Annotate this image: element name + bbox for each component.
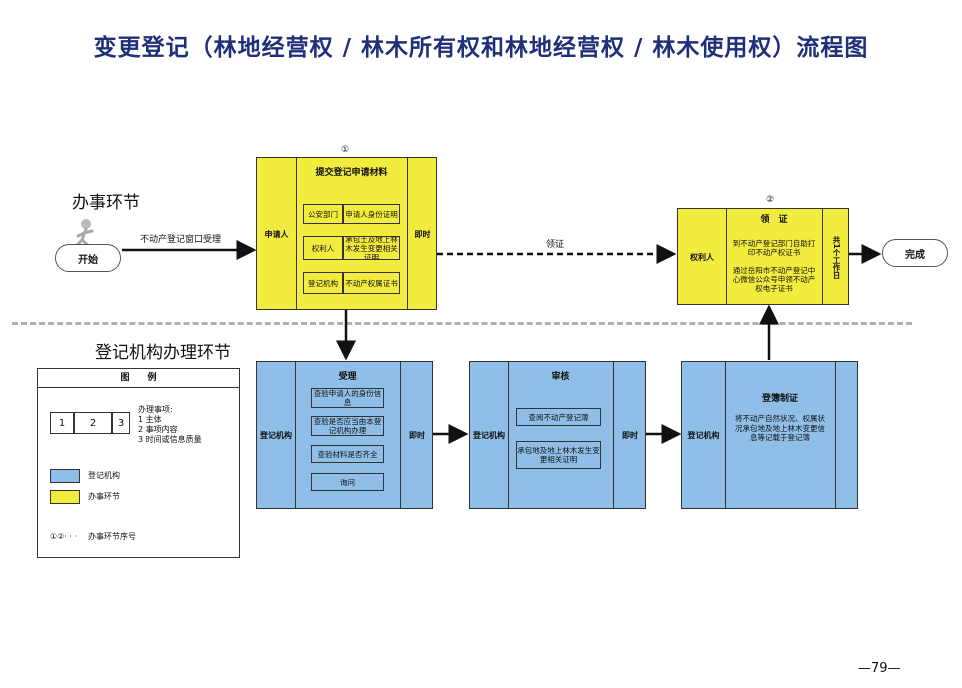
accept-subject: 登记机构 bbox=[260, 431, 292, 440]
legend-title: 图 例 bbox=[38, 369, 239, 388]
accept-item-3: 查验材料是否齐全 bbox=[311, 445, 384, 463]
review-subject: 登记机构 bbox=[473, 431, 505, 440]
page-number: —79— bbox=[858, 661, 901, 676]
record-title: 登簿制证 bbox=[761, 394, 798, 404]
accept-title: 受理 bbox=[338, 372, 357, 382]
legend-matters-title: 办理事项: bbox=[138, 405, 173, 414]
record-desc: 将不动产自然状况、权属状况承包地及地上林木变更信息等记载于登记簿 bbox=[735, 414, 825, 442]
legend-cell-2: 2 bbox=[74, 412, 112, 434]
end-node: 完成 bbox=[882, 239, 948, 267]
step2-line2: 通过岳阳市不动产登记中心微信公众号申领不动产权电子证书 bbox=[732, 266, 816, 293]
step1-row2-doc: 承包土及地上林木发生变更相关证明 bbox=[343, 236, 400, 260]
runner-icon bbox=[74, 219, 94, 248]
legend-cell-1: 1 bbox=[50, 412, 74, 434]
legend-yellow-label: 办事环节 bbox=[88, 492, 120, 501]
legend-matter-3: 3 时间或信息质量 bbox=[138, 435, 202, 444]
legend-blue-swatch bbox=[50, 469, 80, 483]
review-title: 审核 bbox=[551, 372, 570, 382]
accept-item-4: 询问 bbox=[311, 473, 384, 491]
review-time: 即时 bbox=[622, 431, 638, 440]
start-node: 开始 bbox=[55, 244, 121, 272]
accept-box: 登记机构 受理 查验申请人的身份信息 查验是否应当由本登记机构办理 查验材料是否… bbox=[256, 361, 433, 509]
legend-blue-label: 登记机构 bbox=[88, 471, 120, 480]
review-item-1: 查阅不动产登记簿 bbox=[516, 408, 601, 426]
step2-time: 共1个工作日 bbox=[832, 236, 841, 279]
step2-line1: 到不动产登记部门自助打印不动产权证书 bbox=[732, 239, 816, 257]
review-box: 登记机构 审核 查阅不动产登记簿 承包地及地上林木发生变更相关证明 即时 bbox=[469, 361, 646, 509]
start-arrow-label: 不动产登记窗口受理 bbox=[140, 235, 222, 245]
accept-time: 即时 bbox=[409, 431, 425, 440]
record-subject: 登记机构 bbox=[687, 431, 720, 440]
step1-number: ① bbox=[341, 145, 350, 155]
step1-row1-dept: 公安部门 bbox=[303, 204, 343, 224]
legend-order-label: 办事环节序号 bbox=[88, 532, 136, 541]
section-divider bbox=[12, 322, 912, 325]
page-title: 变更登记（林地经营权 / 林木所有权和林地经营权 / 林木使用权）流程图 bbox=[93, 35, 869, 61]
step1-row2-dept: 权利人 bbox=[303, 236, 343, 260]
legend-cell-3: 3 bbox=[112, 412, 130, 434]
step1-row1-doc: 申请人身份证明 bbox=[343, 204, 400, 224]
step1-row3-doc: 不动产权属证书 bbox=[343, 272, 400, 294]
step2-subject: 权利人 bbox=[690, 252, 714, 262]
step1-subject: 申请人 bbox=[264, 229, 289, 239]
step1-title: 提交登记申请材料 bbox=[315, 168, 388, 178]
step1-row3-dept: 登记机构 bbox=[303, 272, 343, 294]
legend-yellow-swatch bbox=[50, 490, 80, 504]
step2-box: 权利人 领 证 到不动产登记部门自助打印不动产权证书 通过岳阳市不动产登记中心微… bbox=[677, 208, 849, 305]
accept-item-1: 查验申请人的身份信息 bbox=[311, 388, 384, 408]
step1-box: 申请人 提交登记申请材料 公安部门 申请人身份证明 权利人 承包土及地上林木发生… bbox=[256, 157, 437, 310]
legend-matter-2: 2 事项内容 bbox=[138, 425, 178, 434]
section-label-registry: 登记机构办理环节 bbox=[95, 343, 231, 363]
legend-order-symbol: ①②· · · bbox=[50, 532, 78, 541]
section-label-handling: 办事环节 bbox=[72, 193, 140, 213]
link-label-collect: 领证 bbox=[546, 240, 565, 250]
accept-item-2: 查验是否应当由本登记机构办理 bbox=[311, 416, 384, 436]
legend-matter-1: 1 主体 bbox=[138, 415, 162, 424]
record-box: 登记机构 登簿制证 将不动产自然状况、权属状况承包地及地上林木变更信息等记载于登… bbox=[681, 361, 858, 509]
review-item-2: 承包地及地上林木发生变更相关证明 bbox=[516, 441, 601, 469]
legend: 图 例 1 2 3 办理事项: 1 主体 2 事项内容 3 时间或信息质量 登记… bbox=[37, 368, 240, 558]
step1-time: 即时 bbox=[414, 229, 431, 239]
step2-title: 领 证 bbox=[760, 215, 788, 225]
step2-number: ② bbox=[766, 195, 775, 205]
